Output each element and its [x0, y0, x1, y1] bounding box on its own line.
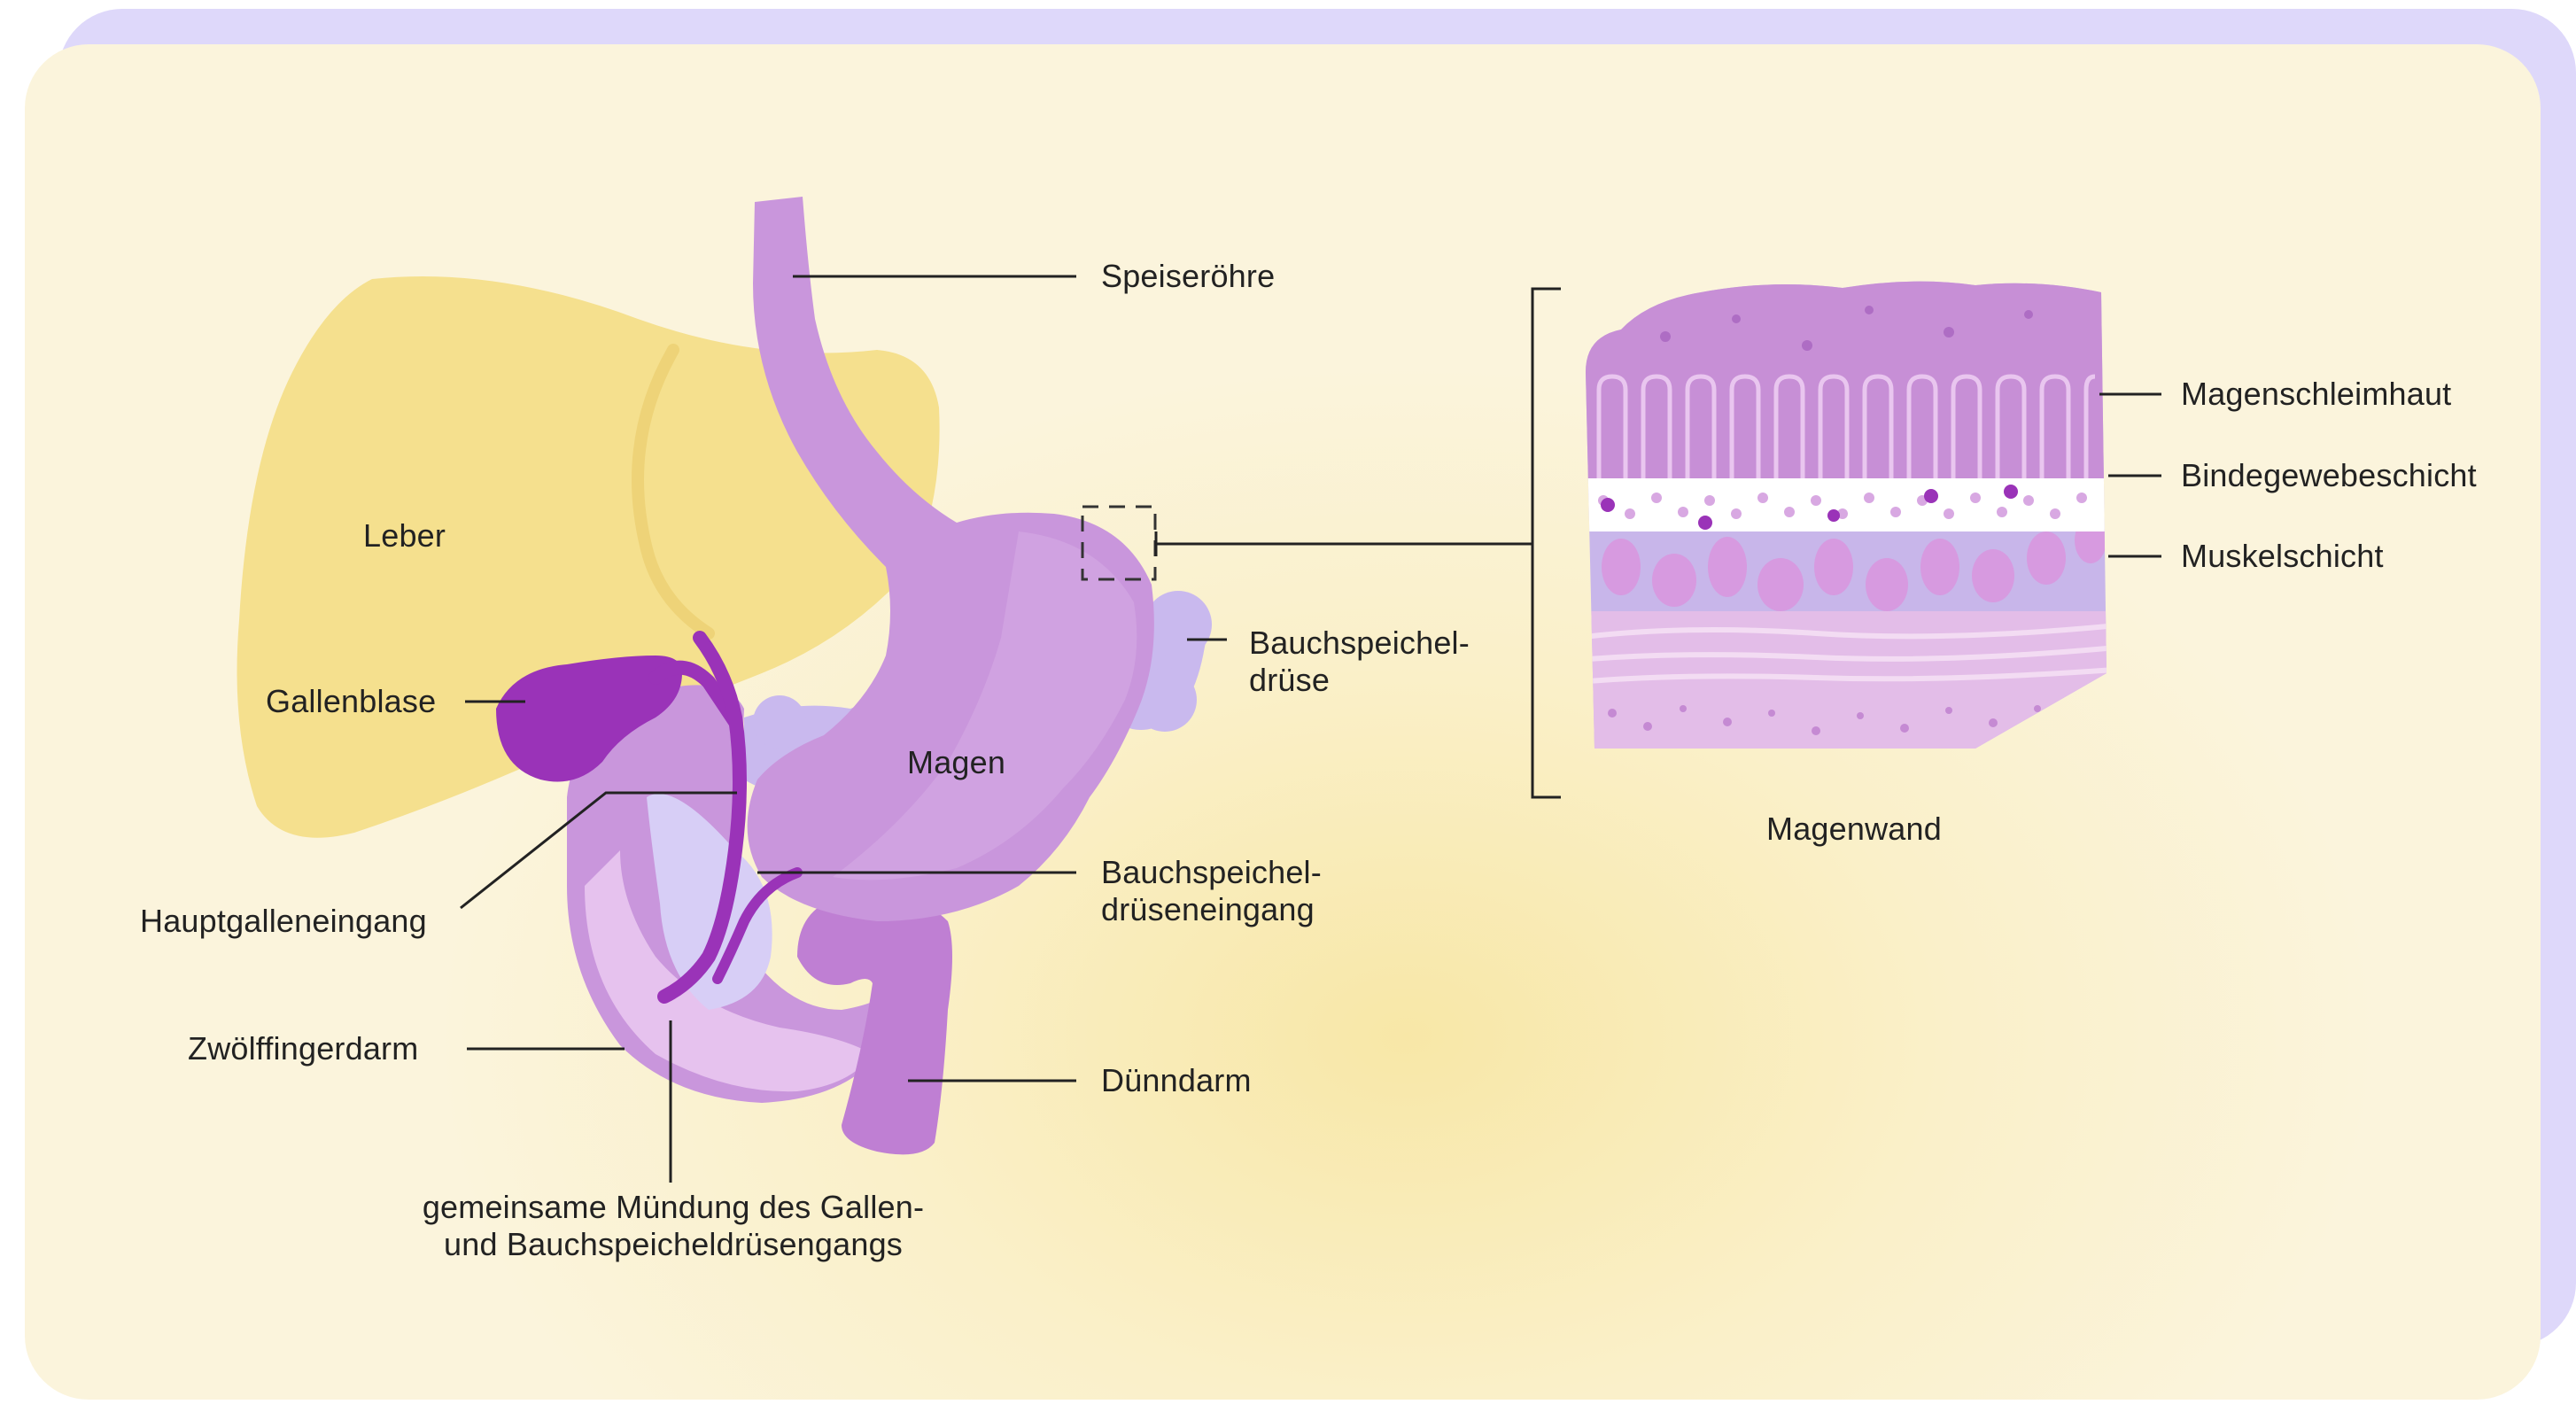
label-pancreatic-duct-line2: drüseneingang [1101, 891, 1315, 927]
small-intestine [797, 893, 952, 1155]
liver [237, 276, 940, 838]
label-main-bile-duct: Hauptgalleneingang [140, 903, 427, 939]
stomach [747, 197, 1154, 921]
label-common-opening-line2: und Bauchspeicheldrüsengangs [444, 1226, 903, 1262]
label-pancreas: Bauchspeichel- drüse [1249, 625, 1470, 699]
main-bile-duct [657, 631, 747, 1004]
label-pancreas-line2: drüse [1249, 662, 1331, 698]
label-esophagus: Speiseröhre [1101, 258, 1276, 294]
pancreatic-duct [712, 867, 803, 984]
label-duodenum: Zwölffingerdarm [188, 1030, 419, 1067]
zoom-bracket [1154, 287, 1561, 799]
leader-lines [460, 275, 2161, 1183]
label-small-intestine: Dünndarm [1101, 1062, 1252, 1098]
label-pancreatic-duct-line1: Bauchspeichel- [1101, 854, 1322, 890]
label-pancreas-line1: Bauchspeichel- [1249, 625, 1470, 661]
label-liver: Leber [363, 517, 446, 554]
label-stomach: Magen [907, 744, 1006, 780]
label-pancreatic-duct: Bauchspeichel- drüseneingang [1101, 854, 1322, 928]
label-connective-tissue: Bindegewebeschicht [2181, 457, 2477, 493]
label-muscle-layer: Muskelschicht [2181, 538, 2384, 574]
label-mucosa: Magenschleimhaut [2181, 376, 2452, 412]
label-common-opening-line1: gemeinsame Mündung des Gallen- [422, 1189, 925, 1225]
label-stomach-wall: Magenwand [1766, 811, 1942, 847]
label-gallbladder: Gallenblase [266, 683, 437, 719]
label-common-opening: gemeinsame Mündung des Gallen- und Bauch… [390, 1189, 957, 1263]
stomach-wall-section [1586, 281, 2107, 749]
